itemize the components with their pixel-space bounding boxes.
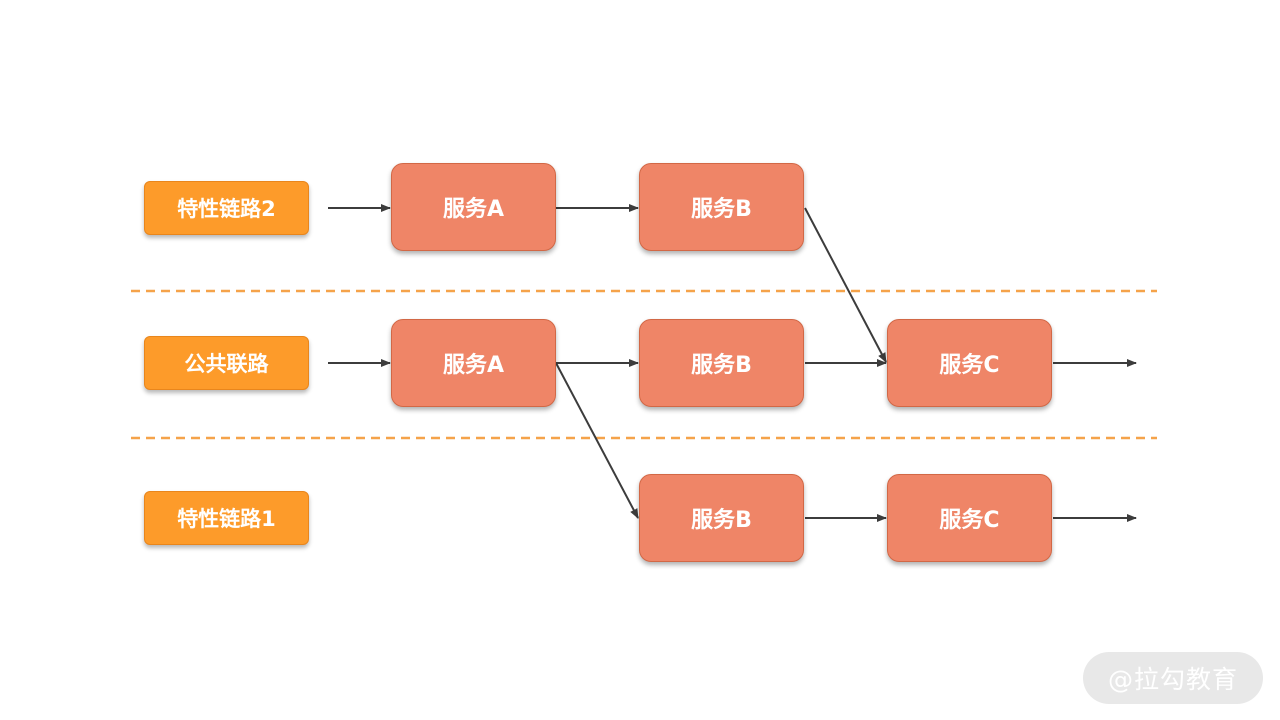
lane-label-feature-1: 特性链路1 (144, 491, 309, 545)
service-a-lane2: 服务A (391, 163, 556, 251)
arrow-lane2-serviceB-to-common-serviceC (804, 207, 887, 363)
brand-watermark: @拉勾教育 (1083, 652, 1263, 704)
lane-label-feature-2: 特性链路2 (144, 181, 309, 235)
service-b-lane2: 服务B (639, 163, 804, 251)
service-c-lane1: 服务C (887, 474, 1052, 562)
service-c-common: 服务C (887, 319, 1052, 407)
service-b-common: 服务B (639, 319, 804, 407)
lane-label-common: 公共联路 (144, 336, 309, 390)
service-a-common: 服务A (391, 319, 556, 407)
service-b-lane1: 服务B (639, 474, 804, 562)
arrow-common-serviceA-to-lane1-serviceB (555, 362, 639, 519)
